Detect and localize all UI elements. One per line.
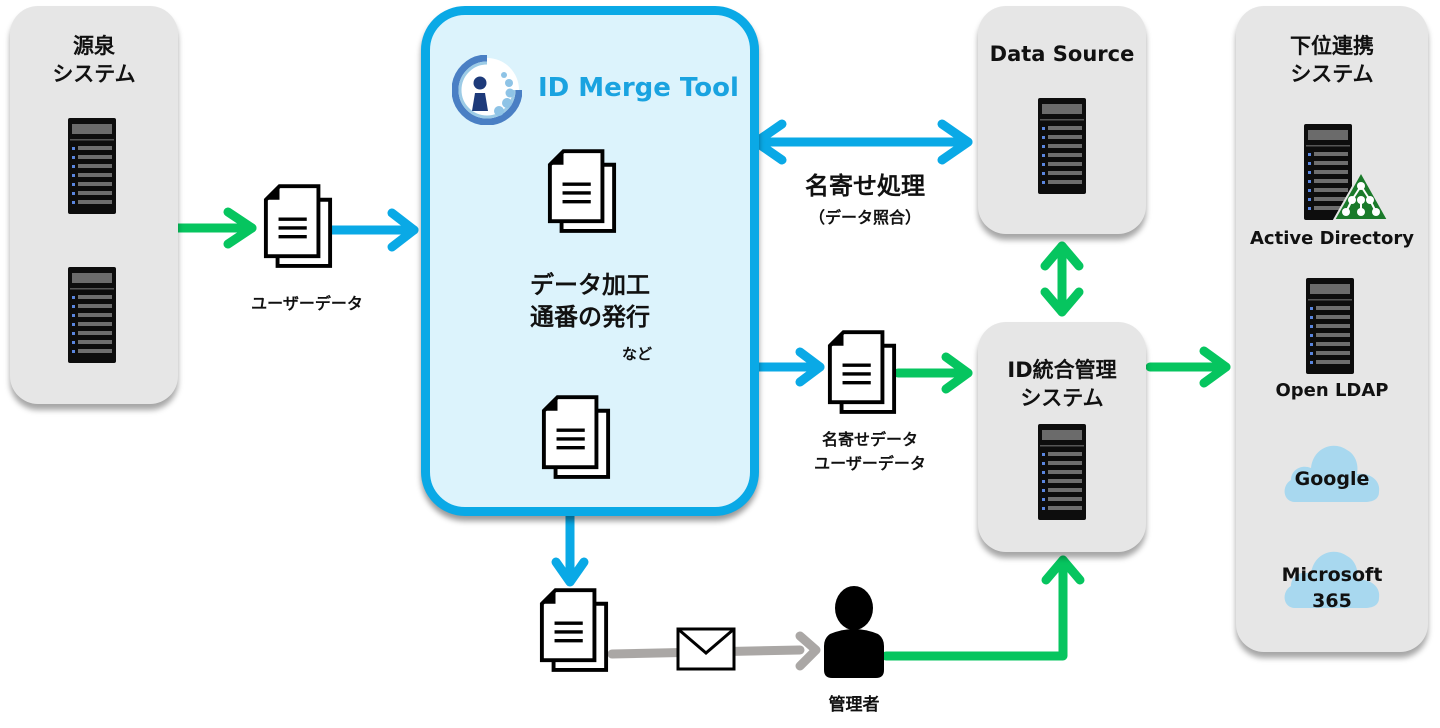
user-data-document-icon [263, 184, 333, 268]
envelope-icon [676, 627, 736, 671]
admin-label: 管理者 [828, 695, 880, 715]
label-line: Microsoft [1281, 564, 1383, 586]
title-line: 源泉 [73, 34, 115, 58]
label-line: 365 [1312, 590, 1352, 612]
process-label: データ加工 通番の発行 [470, 269, 710, 333]
id-merge-logo-icon [452, 55, 522, 125]
matching-label: 名寄せ処理 [805, 172, 925, 200]
server-icon [68, 118, 116, 214]
id-system-title: ID統合管理 システム [978, 356, 1146, 412]
arrow-merge-to-output [551, 507, 589, 587]
microsoft-365-label: Microsoft 365 [1236, 562, 1428, 614]
source-system-title: 源泉 システム [10, 32, 178, 88]
data-source-panel: Data Source [978, 6, 1146, 234]
user-data-label: ユーザーデータ [251, 294, 363, 313]
server-icon [1038, 98, 1086, 194]
arrow-datasource-idsystem-bidirectional [1040, 241, 1084, 317]
input-document-icon [547, 149, 617, 233]
arrow-admin-to-idsystem [881, 555, 1085, 661]
title-line: システム [1290, 62, 1374, 86]
downstream-title: 下位連携 システム [1236, 32, 1428, 88]
arrow-idsystem-to-downstream [1145, 346, 1231, 388]
merged-data-label: 名寄せデータ ユーザーデータ [790, 428, 950, 476]
merged-data-document-icon [827, 330, 897, 414]
processed-document-icon [541, 395, 611, 479]
process-line: 通番の発行 [530, 303, 650, 331]
server-icon [1306, 278, 1354, 374]
arrow-merge-datasource-bidirectional [751, 119, 973, 165]
output-document-icon [539, 588, 609, 672]
downstream-panel: 下位連携 システム Active Directory Open LDAP Goo… [1236, 6, 1428, 652]
id-merge-tool-title: ID Merge Tool [538, 73, 739, 103]
title-line: システム [1020, 386, 1104, 410]
server-icon [1038, 424, 1086, 520]
arrow-mergeddata-to-idsystem [893, 352, 973, 394]
active-directory-label: Active Directory [1249, 228, 1415, 249]
label-line: ユーザーデータ [814, 454, 926, 473]
server-icon [68, 267, 116, 363]
title-line: 下位連携 [1290, 34, 1374, 58]
source-system-panel: 源泉 システム [10, 6, 178, 404]
person-icon [824, 586, 884, 678]
arrow-userdata-to-merge [327, 208, 419, 252]
arrow-source-to-userdata [173, 207, 257, 249]
matching-sublabel: （データ照合） [808, 208, 921, 227]
title-line: システム [52, 62, 136, 86]
data-source-title: Data Source [989, 42, 1135, 66]
process-line: データ加工 [530, 271, 650, 299]
google-label: Google [1294, 468, 1370, 490]
label-line: 名寄せデータ [821, 430, 918, 449]
id-merge-tool-panel: ID Merge Tool データ加工 通番の発行 など [421, 6, 759, 516]
open-ldap-label: Open LDAP [1275, 380, 1389, 401]
id-system-panel: ID統合管理 システム [978, 322, 1146, 552]
title-line: ID統合管理 [1007, 358, 1117, 382]
process-suffix: など [622, 345, 653, 363]
active-directory-icon [1332, 170, 1390, 221]
